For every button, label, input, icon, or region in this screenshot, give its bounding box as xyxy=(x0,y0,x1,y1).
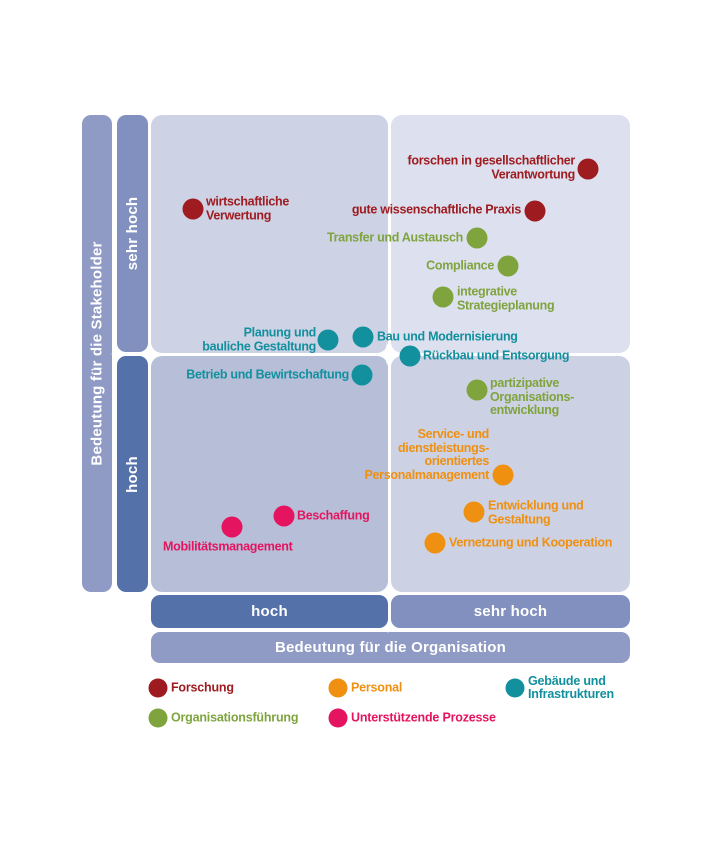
point-dot-integrative-strategieplanung xyxy=(432,286,454,308)
quadrant-bottom-left xyxy=(151,356,388,592)
legend-dot-personal xyxy=(328,678,348,698)
point-dot-mobilitaetsmanagement xyxy=(221,516,243,538)
point-dot-partizipative-organisationsentwicklung xyxy=(466,379,488,401)
x-axis-hoch-bar: hoch xyxy=(151,595,388,628)
legend-dot-gebaeude-und-infrastrukturen xyxy=(505,678,525,698)
point-dot-wirtschaftliche-verwertung xyxy=(182,198,204,220)
legend-label-organisationsfuehrung: Organisationsführung xyxy=(171,710,299,725)
point-dot-transfer-und-austausch xyxy=(466,227,488,249)
quadrant-top-right xyxy=(391,115,630,353)
y-axis-sehr-hoch-label: sehr hoch xyxy=(124,196,142,271)
y-axis-title-bar: Bedeutung für die Stakeholder xyxy=(82,115,112,592)
point-dot-betrieb-und-bewirtschaftung xyxy=(351,364,373,386)
y-axis-hoch-label: hoch xyxy=(124,455,142,493)
point-label-beschaffung: Beschaffung xyxy=(297,508,370,523)
legend-dot-unterstuetzende-prozesse xyxy=(328,708,348,728)
x-axis-hoch-label: hoch xyxy=(251,603,288,620)
point-dot-bau-und-modernisierung xyxy=(352,326,374,348)
point-label-vernetzung-und-kooperation: Vernetzung und Kooperation xyxy=(449,535,613,550)
x-axis-title: Bedeutung für die Organisation xyxy=(274,639,506,656)
legend-dot-forschung xyxy=(148,678,168,698)
point-dot-vernetzung-und-kooperation xyxy=(424,532,446,554)
x-axis-title-bar: Bedeutung für die Organisation xyxy=(151,632,630,663)
y-axis-hoch-bar: hoch xyxy=(117,356,148,592)
quadrant-top-left xyxy=(151,115,388,353)
x-axis-sehr-hoch-bar: sehr hoch xyxy=(391,595,630,628)
point-dot-rueckbau-und-entsorgung xyxy=(399,345,421,367)
point-dot-entwicklung-und-gestaltung xyxy=(463,501,485,523)
y-axis-sehr-hoch-bar: sehr hoch xyxy=(117,115,148,352)
point-label-mobilitaetsmanagement: Mobilitätsmanagement xyxy=(163,539,293,554)
x-axis-sehr-hoch-label: sehr hoch xyxy=(473,603,548,620)
point-label-compliance: Compliance xyxy=(426,258,494,273)
point-label-gute-wissenschaftliche-praxis: gute wissenschaftliche Praxis xyxy=(351,202,521,217)
legend-dot-organisationsfuehrung xyxy=(148,708,168,728)
point-dot-beschaffung xyxy=(273,505,295,527)
point-dot-forschen-in-gesellschaftlicher-verantwortung xyxy=(577,158,599,180)
sparkle-icon xyxy=(382,587,394,599)
point-label-betrieb-und-bewirtschaftung: Betrieb und Bewirtschaftung xyxy=(186,367,349,382)
point-label-rueckbau-und-entsorgung: Rückbau und Entsorgung xyxy=(423,348,570,363)
legend-label-personal: Personal xyxy=(351,680,403,695)
point-label-transfer-und-austausch: Transfer und Austausch xyxy=(326,230,463,245)
sparkle-icon xyxy=(375,342,399,366)
y-axis-title: Bedeutung für die Stakeholder xyxy=(88,241,106,466)
sparkle-icon xyxy=(143,347,157,361)
point-dot-planung-und-bauliche-gestaltung xyxy=(317,329,339,351)
point-dot-gute-wissenschaftliche-praxis xyxy=(524,200,546,222)
legend-label-forschung: Forschung xyxy=(171,680,234,695)
point-label-bau-und-modernisierung: Bau und Modernisierung xyxy=(377,329,518,344)
point-dot-compliance xyxy=(497,255,519,277)
sparkle-icon xyxy=(382,622,394,634)
point-dot-service-und-dienstleistungsorientiertes-personalmanagement xyxy=(492,464,514,486)
legend-label-unterstuetzende-prozesse: Unterstützende Prozesse xyxy=(351,710,496,725)
sparkle-icon xyxy=(110,349,120,359)
